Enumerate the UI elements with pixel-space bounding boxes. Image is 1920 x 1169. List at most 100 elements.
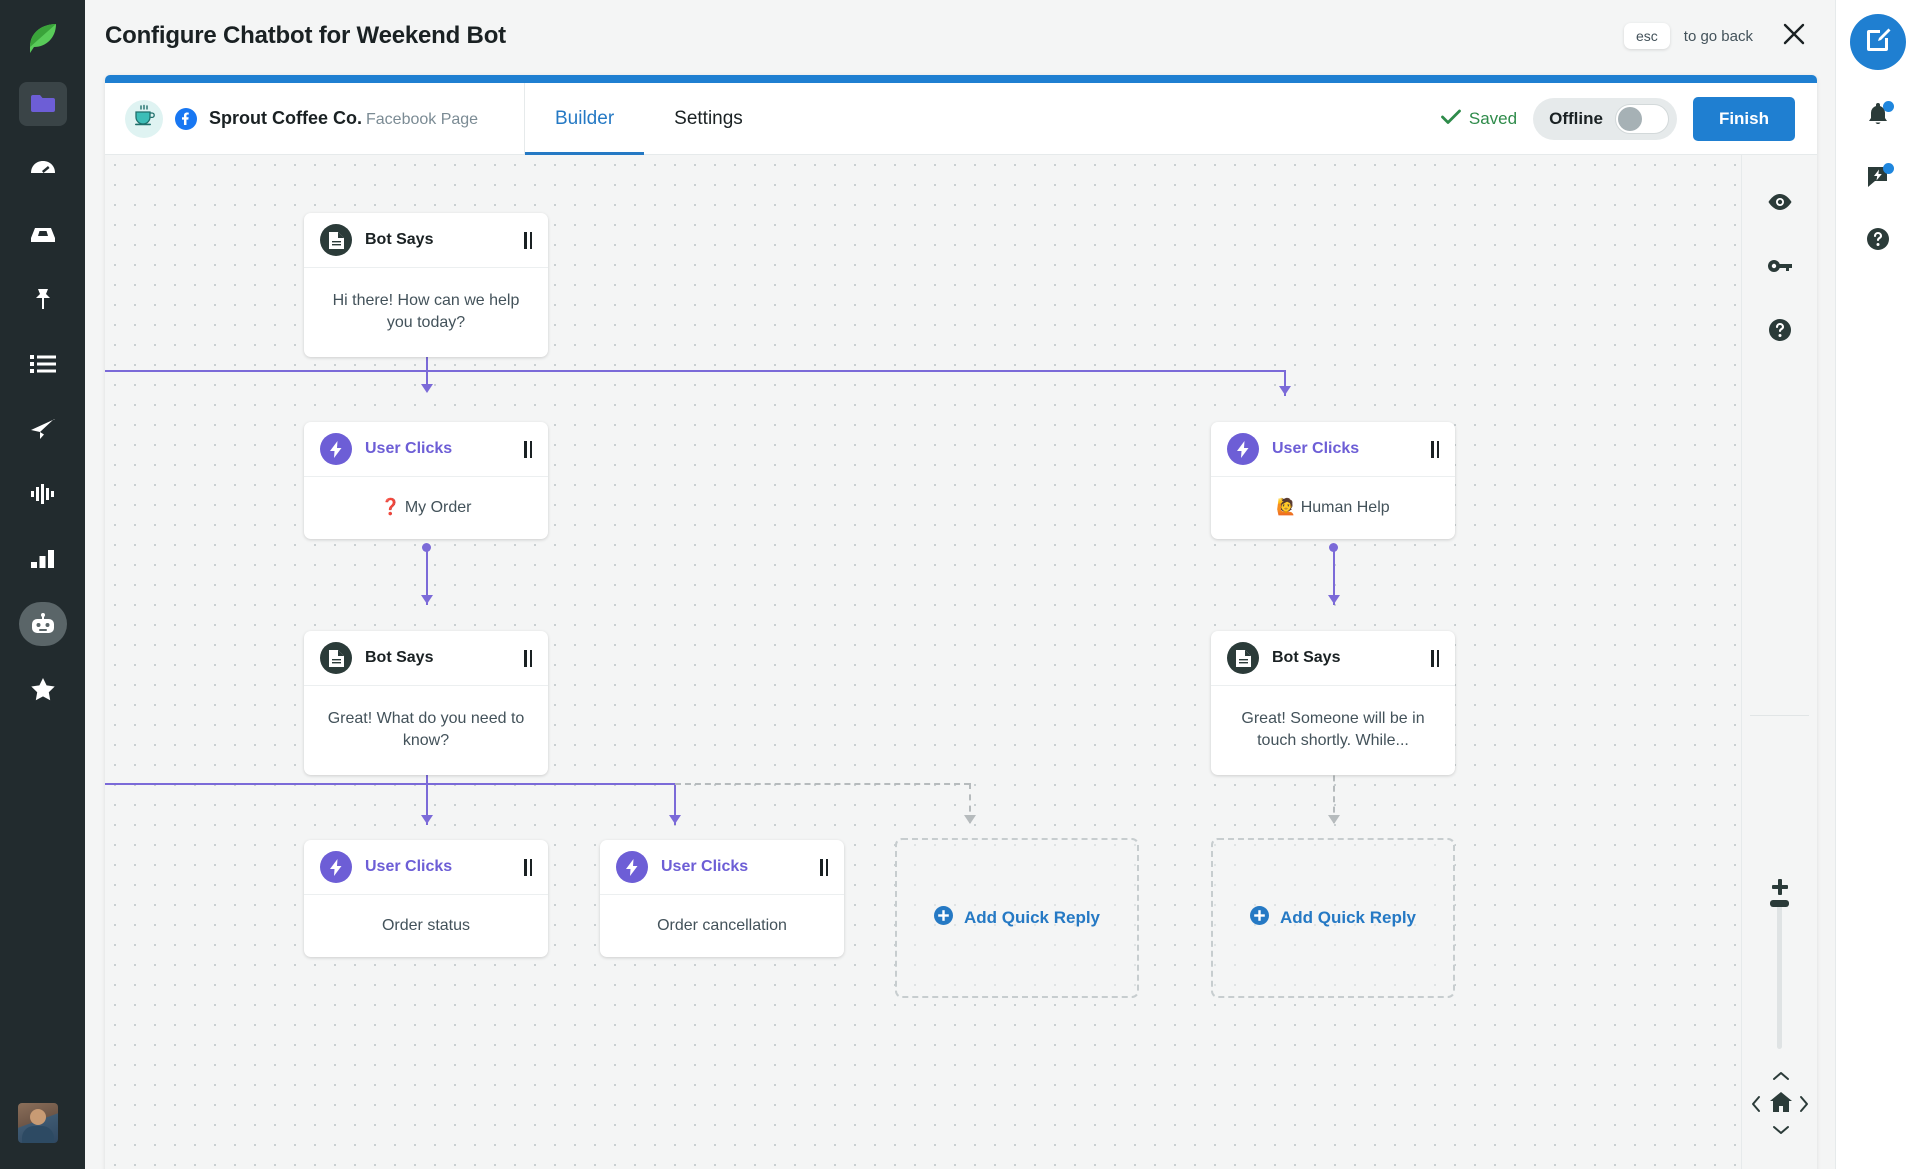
node-header: User Clicks [600,840,844,895]
help-circle-icon [1866,227,1890,256]
waveform-icon [30,483,56,505]
flow-node-user-clicks-my-order[interactable]: User Clicks ❓ My Order [304,422,548,540]
compose-icon [1864,26,1892,59]
connector [426,547,428,605]
sidebar-item-listening[interactable] [19,472,67,516]
document-icon [1227,642,1259,674]
zoom-in-button[interactable] [1770,877,1790,902]
toggle-switch[interactable] [1614,104,1669,134]
node-message: Order cancellation [657,917,787,934]
permissions-button[interactable] [1765,253,1795,283]
flow-node-user-clicks-human-help[interactable]: User Clicks 🙋 Human Help [1211,422,1455,540]
pan-left-button[interactable] [1750,1095,1762,1118]
pin-icon [31,287,55,311]
connector-dashed [969,783,971,823]
pan-right-button[interactable] [1798,1095,1810,1118]
home-icon [1769,1091,1793,1118]
lightning-bolt-icon [1227,433,1259,465]
bell-icon [1866,102,1890,132]
flow-canvas[interactable]: Bot Says Hi there! How can we help you t… [105,155,1741,1169]
drag-handle[interactable] [522,230,534,251]
flow-node-bot-says[interactable]: Bot Says Hi there! How can we help you t… [304,213,548,357]
sidebar-item-publishing[interactable] [19,277,67,321]
pan-down-button[interactable] [1772,1123,1790,1141]
zoom-slider-handle[interactable] [1770,900,1789,907]
chevron-left-icon [1750,1095,1762,1118]
sidebar-item-send[interactable] [19,407,67,451]
facebook-icon [175,107,197,130]
online-offline-toggle[interactable]: Offline [1533,98,1677,140]
avatar[interactable] [18,1103,58,1143]
sidebar-item-dashboard[interactable] [19,147,67,191]
connector-arrow [669,815,681,824]
brand-block: Sprout Coffee Co. Facebook Page [105,83,525,154]
node-message: Order status [381,917,471,934]
plus-circle-icon [933,906,953,930]
pan-controls [1745,1069,1815,1141]
sprout-logo[interactable] [21,16,65,60]
sidebar-item-folder[interactable] [18,82,67,126]
message-badge [1883,163,1894,174]
notifications-button[interactable] [1861,101,1895,132]
flow-node-bot-says-2[interactable]: Bot Says Great! What do you need to know… [304,631,548,775]
flow-node-user-clicks-order-status[interactable]: User Clicks Order status [304,840,548,958]
connector [426,765,428,785]
messages-button[interactable] [1861,163,1895,194]
eye-icon [1767,193,1793,216]
flow-node-user-clicks-order-cancellation[interactable]: User Clicks Order cancellation [600,840,844,958]
pan-up-button[interactable] [1772,1069,1790,1087]
flow-node-bot-says-3[interactable]: Bot Says Great! Someone will be in touch… [1211,631,1455,775]
document-icon [320,642,352,674]
brand-subtitle: Facebook Page [366,111,479,128]
add-quick-reply-button[interactable]: Add Quick Reply [1249,906,1416,930]
node-message: Hi there! How can we help you today? [332,292,520,332]
connector [426,344,428,386]
add-quick-reply-box-2[interactable]: Add Quick Reply [1211,838,1455,998]
node-header: Bot Says [304,213,548,268]
connector [105,370,1285,372]
sidebar-item-reports[interactable] [19,537,67,581]
drag-handle[interactable] [1429,439,1441,460]
help-button[interactable] [1765,317,1795,347]
key-icon [1767,256,1793,281]
node-title: Bot Says [1272,649,1341,666]
finish-button[interactable]: Finish [1692,97,1795,141]
add-quick-reply-box-1[interactable]: Add Quick Reply [895,838,1139,998]
sidebar-item-tasks[interactable] [19,342,67,386]
paper-plane-icon [30,418,56,440]
sidebar-item-bots[interactable] [18,602,67,646]
zoom-controls [1742,877,1817,1141]
canvas-tools-rail [1741,155,1817,1169]
esc-key-badge[interactable]: esc [1623,23,1670,49]
builder-tabs: Builder Settings [525,83,773,155]
connector-arrow [421,384,433,393]
toggle-knob [1617,107,1642,131]
help-circle-icon [1768,318,1792,347]
node-title: User Clicks [661,858,749,875]
left-sidebar [0,0,85,1169]
preview-button[interactable] [1765,189,1795,219]
drag-handle[interactable] [1429,648,1441,669]
connector [426,783,428,825]
drag-handle[interactable] [818,857,830,878]
modal-topbar: Configure Chatbot for Weekend Bot esc to… [85,0,1835,72]
node-title: User Clicks [365,440,453,457]
sidebar-item-premium[interactable] [19,667,67,711]
connector-arrow [1328,815,1340,824]
node-header: User Clicks [304,422,548,477]
add-quick-reply-button[interactable]: Add Quick Reply [933,906,1100,930]
compose-button[interactable] [1850,14,1906,70]
help-center-button[interactable] [1861,226,1895,256]
accent-strip [105,75,1817,83]
drag-handle[interactable] [522,857,534,878]
close-button[interactable] [1779,21,1809,51]
zoom-slider[interactable] [1770,900,1789,1049]
drag-handle[interactable] [522,648,534,669]
drag-handle[interactable] [522,439,534,460]
reset-view-button[interactable] [1769,1091,1793,1118]
check-icon [1440,109,1461,130]
sidebar-item-inbox[interactable] [19,212,67,256]
lightning-bolt-icon [320,433,352,465]
tab-settings[interactable]: Settings [674,107,743,129]
tab-builder[interactable]: Builder [525,83,645,155]
